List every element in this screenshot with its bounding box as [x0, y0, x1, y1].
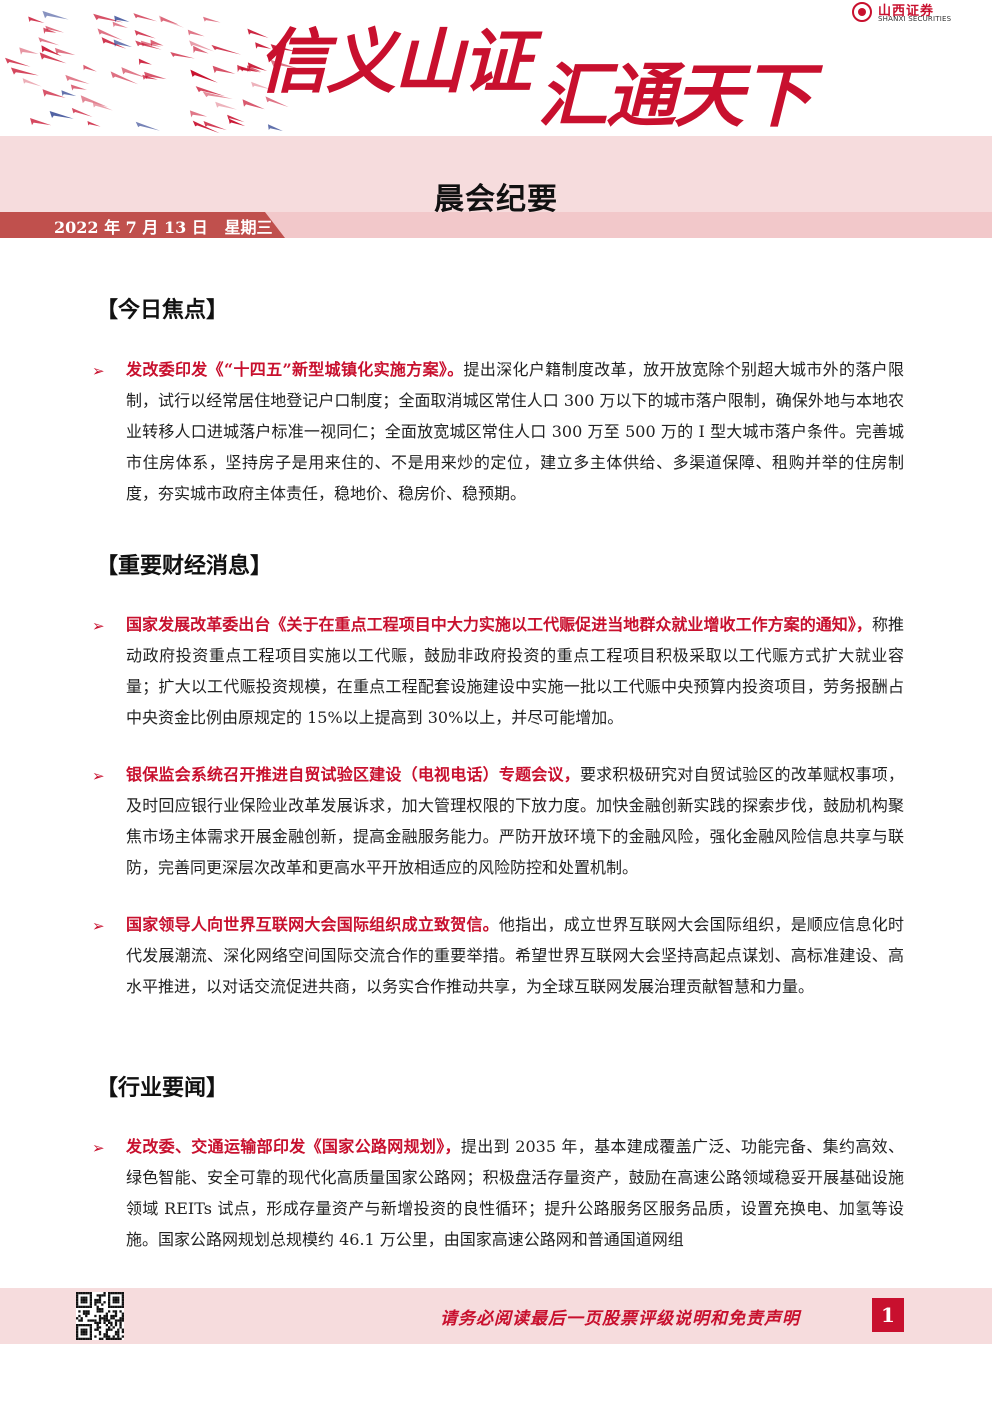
- news-item: ➢ 国家发展改革委出台《关于在重点工程项目中大力实施以工代赈促进当地群众就业增收…: [92, 609, 904, 733]
- news-body: 提出到 2035 年，基本建成覆盖广泛、功能完备、集约高效、绿色智能、安全可靠的…: [126, 1137, 904, 1249]
- slogan-part1: 信义山证: [258, 20, 532, 103]
- page-title: 晨会纪要: [434, 182, 558, 217]
- news-body: 他指出，成立世界互联网大会国际组织，是顺应信息化时代发展潮流、深化网络空间国际交…: [126, 915, 904, 996]
- section-heading-industry: 【行业要闻】: [96, 1076, 229, 1101]
- news-paragraph: 国家发展改革委出台《关于在重点工程项目中大力实施以工代赈促进当地群众就业增收工作…: [126, 609, 904, 733]
- news-paragraph: 发改委印发《“十四五”新型城镇化实施方案》。提出深化户籍制度改革，放开放宽除个别…: [126, 354, 904, 509]
- bullet-arrow-icon: ➢: [92, 617, 105, 635]
- date-band: 2022 年 7 月 13 日 星期三: [0, 212, 992, 238]
- weekday: 星期三: [224, 218, 273, 237]
- brand-logo-icon: [852, 2, 872, 22]
- bullet-arrow-icon: ➢: [92, 767, 105, 785]
- qr-code-icon: [76, 1292, 124, 1340]
- bullet-arrow-icon: ➢: [92, 1139, 105, 1157]
- section-heading-finance: 【重要财经消息】: [96, 554, 273, 579]
- news-paragraph: 国家领导人向世界互联网大会国际组织成立致贺信。他指出，成立世界互联网大会国际组织…: [126, 909, 904, 1002]
- news-highlight: 国家发展改革委出台《关于在重点工程项目中大力实施以工代赈促进当地群众就业增收工作…: [126, 615, 872, 634]
- news-item: ➢ 发改委印发《“十四五”新型城镇化实施方案》。提出深化户籍制度改革，放开放宽除…: [92, 354, 904, 509]
- news-body: 要求积极研究对自贸试验区的改革赋权事项，及时回应银行业保险业改革发展诉求，加大管…: [126, 765, 904, 877]
- news-item: ➢ 银保监会系统召开推进自贸试验区建设（电视电话）专题会议，要求积极研究对自贸试…: [92, 759, 904, 883]
- news-paragraph: 发改委、交通运输部印发《国家公路网规划》，提出到 2035 年，基本建成覆盖广泛…: [126, 1131, 904, 1255]
- news-highlight: 国家领导人向世界互联网大会国际组织成立致贺信。: [126, 915, 499, 934]
- header-banner: 信义山证 汇通天下 山西证券 SHANXI SECURITIES: [0, 0, 992, 136]
- news-paragraph: 银保监会系统召开推进自贸试验区建设（电视电话）专题会议，要求积极研究对自贸试验区…: [126, 759, 904, 883]
- brand-mark: 山西证券 SHANXI SECURITIES: [852, 0, 968, 26]
- date-value: 2022 年 7 月 13 日: [54, 218, 208, 237]
- news-highlight: 发改委印发《“十四五”新型城镇化实施方案》。: [126, 360, 464, 379]
- page-number: 1: [872, 1298, 904, 1332]
- date-label: 2022 年 7 月 13 日 星期三: [54, 214, 273, 238]
- slogan-part2: 汇通天下: [538, 54, 812, 136]
- news-highlight: 银保监会系统召开推进自贸试验区建设（电视电话）专题会议，: [126, 765, 580, 784]
- brand-name-en: SHANXI SECURITIES: [878, 15, 952, 23]
- news-body: 提出深化户籍制度改革，放开放宽除个别超大城市外的落户限制，试行以经常居住地登记户…: [126, 360, 904, 503]
- news-body: 称推动政府投资重点工程项目实施以工代赈，鼓励非政府投资的重点工程项目积极采取以工…: [126, 615, 904, 727]
- bullet-arrow-icon: ➢: [92, 917, 105, 935]
- news-highlight: 发改委、交通运输部印发《国家公路网规划》，: [126, 1137, 461, 1156]
- page-footer: 请务必阅读最后一页股票评级说明和免责声明 1: [0, 1288, 992, 1344]
- flying-arrows-graphic: [5, 10, 300, 134]
- section-heading-focus: 【今日焦点】: [96, 298, 229, 323]
- date-tab: [0, 212, 285, 238]
- brand-name-cn: 山西证券: [878, 4, 935, 19]
- bullet-arrow-icon: ➢: [92, 362, 105, 380]
- title-band: 晨会纪要: [0, 136, 992, 217]
- news-item: ➢ 发改委、交通运输部印发《国家公路网规划》，提出到 2035 年，基本建成覆盖…: [92, 1131, 904, 1255]
- news-item: ➢ 国家领导人向世界互联网大会国际组织成立致贺信。他指出，成立世界互联网大会国际…: [92, 909, 904, 1002]
- disclaimer-note: 请务必阅读最后一页股票评级说明和免责声明: [440, 1309, 800, 1329]
